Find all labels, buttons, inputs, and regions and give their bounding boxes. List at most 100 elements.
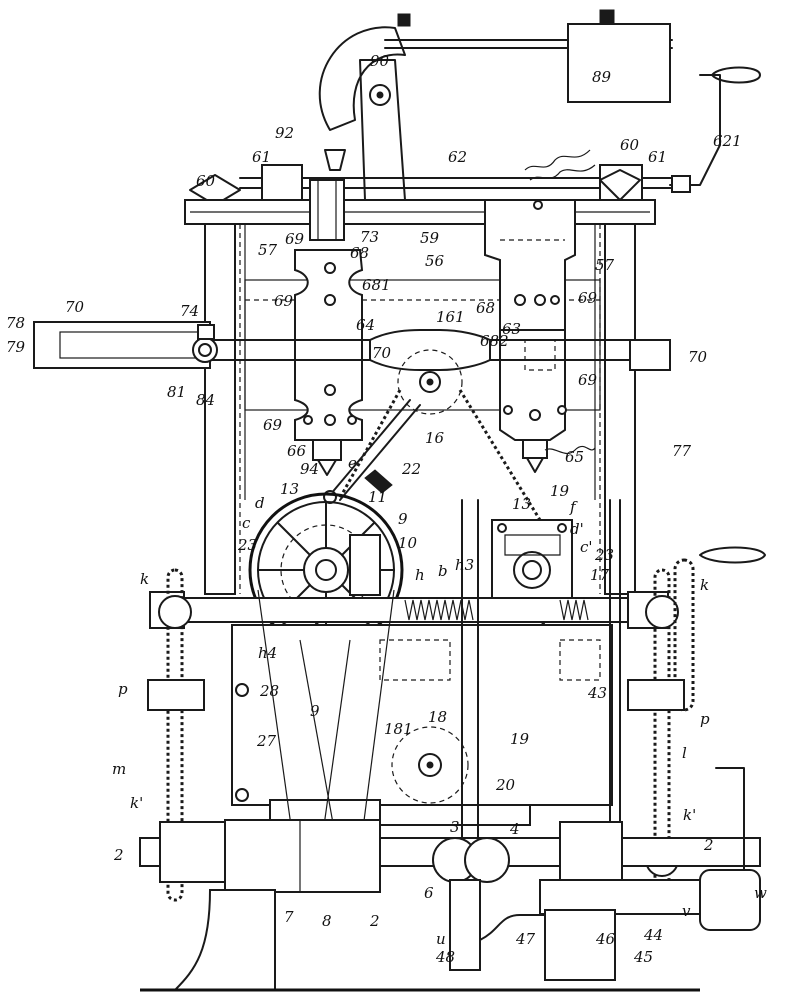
label-28: 28 bbox=[259, 682, 279, 700]
label-73: 73 bbox=[360, 228, 379, 246]
label-64: 64 bbox=[356, 316, 375, 334]
label-19-top: 19 bbox=[550, 482, 570, 500]
label-74: 74 bbox=[180, 302, 199, 320]
label-68-left: 68 bbox=[350, 244, 369, 262]
label-56: 56 bbox=[425, 252, 445, 270]
main-shaft-2 bbox=[139, 767, 761, 931]
label-k-prime-left: k' bbox=[130, 794, 143, 812]
label-2-left: 2 bbox=[113, 846, 124, 864]
label-9-belt: 9 bbox=[310, 702, 320, 720]
lower-frame-27 bbox=[231, 624, 613, 826]
counterweight-box-89 bbox=[567, 23, 671, 103]
label-161: 161 bbox=[436, 308, 465, 326]
drive-pulley-7-8 bbox=[224, 819, 381, 893]
label-44: 44 bbox=[643, 926, 663, 944]
label-6: 6 bbox=[424, 884, 434, 902]
screw-shaft bbox=[149, 591, 669, 629]
inner-plate-56 bbox=[244, 279, 601, 411]
label-k-left: k bbox=[140, 570, 149, 588]
label-b: b bbox=[438, 562, 448, 580]
left-sprocket-chain bbox=[147, 568, 205, 902]
label-23-right: 23 bbox=[594, 546, 614, 564]
label-16: 16 bbox=[425, 429, 445, 447]
label-69-c: 69 bbox=[578, 289, 598, 307]
label-10: 10 bbox=[398, 534, 418, 552]
label-61-right: 61 bbox=[648, 148, 667, 166]
sprocket-161 bbox=[397, 349, 463, 415]
label-d: d bbox=[255, 494, 265, 512]
sprocket-18 bbox=[391, 726, 469, 804]
label-8: 8 bbox=[322, 912, 332, 930]
hand-wheel-w[interactable] bbox=[699, 869, 761, 931]
label-11: 11 bbox=[368, 488, 387, 506]
label-61-left: 61 bbox=[252, 148, 271, 166]
label-48: 48 bbox=[435, 948, 455, 966]
crank-handle-621[interactable] bbox=[669, 66, 761, 193]
bevel-gear-4 bbox=[464, 837, 510, 883]
label-90: 90 bbox=[370, 52, 390, 70]
label-13-left: 13 bbox=[280, 480, 299, 498]
label-p-right: p bbox=[700, 710, 710, 728]
label-60-right: 60 bbox=[620, 136, 640, 154]
label-70-bar: 70 bbox=[65, 298, 85, 316]
label-22: 22 bbox=[401, 460, 421, 478]
label-23-left: 23 bbox=[237, 536, 257, 554]
top-beam-59 bbox=[184, 199, 656, 225]
label-v: v bbox=[682, 902, 691, 920]
label-60-left: 60 bbox=[196, 172, 216, 190]
label-69-b: 69 bbox=[274, 292, 294, 310]
slide-bar-70 bbox=[33, 321, 671, 371]
label-682: 682 bbox=[480, 332, 509, 350]
label-681: 681 bbox=[362, 276, 391, 294]
label-57-right: 57 bbox=[595, 256, 615, 274]
label-2-bottom: 2 bbox=[369, 912, 380, 930]
label-f: f bbox=[569, 498, 578, 516]
label-e: e bbox=[348, 454, 357, 472]
label-47: 47 bbox=[515, 930, 536, 948]
label-94: 94 bbox=[300, 460, 319, 478]
label-62: 62 bbox=[448, 148, 467, 166]
label-63: 63 bbox=[502, 320, 521, 338]
label-66: 66 bbox=[287, 442, 307, 460]
label-7: 7 bbox=[284, 908, 294, 926]
label-20: 20 bbox=[495, 776, 516, 794]
label-89: 89 bbox=[592, 68, 612, 86]
label-k-prime-right: k' bbox=[683, 806, 696, 824]
label-4: 4 bbox=[509, 820, 520, 838]
top-shaft-62 bbox=[189, 149, 673, 206]
label-70-center: 70 bbox=[372, 344, 392, 362]
label-181: 181 bbox=[384, 720, 413, 738]
label-65: 65 bbox=[565, 448, 584, 466]
label-69-d: 69 bbox=[578, 371, 598, 389]
label-59: 59 bbox=[420, 229, 440, 247]
bevel-gear-60-right bbox=[599, 169, 641, 201]
base bbox=[140, 879, 700, 992]
label-79: 79 bbox=[6, 338, 26, 356]
label-81: 81 bbox=[167, 383, 186, 401]
label-69-e: 69 bbox=[263, 416, 283, 434]
label-68-right: 68 bbox=[476, 299, 495, 317]
hook-bracket-90 bbox=[318, 26, 406, 131]
rod-73 bbox=[309, 179, 345, 241]
label-92: 92 bbox=[275, 124, 294, 142]
label-27: 27 bbox=[256, 732, 277, 750]
label-78: 78 bbox=[6, 314, 25, 332]
label-621: 621 bbox=[713, 132, 742, 150]
slide-block-64 bbox=[294, 179, 364, 476]
label-2-right: 2 bbox=[703, 836, 714, 854]
label-70-right: 70 bbox=[688, 348, 708, 366]
label-3: 3 bbox=[450, 818, 460, 836]
label-p-left: p bbox=[118, 680, 128, 698]
gear-block-17 bbox=[491, 519, 573, 601]
label-h3: h3 bbox=[455, 556, 474, 574]
reference-labels: 89 90 92 621 61 62 60 61 60 73 59 57 69 … bbox=[6, 52, 767, 966]
label-57-left: 57 bbox=[258, 241, 278, 259]
label-k-right: k bbox=[700, 576, 709, 594]
label-84: 84 bbox=[196, 391, 215, 409]
label-13-right: 13 bbox=[512, 495, 531, 513]
label-46: 46 bbox=[595, 930, 616, 948]
label-u: u bbox=[436, 930, 446, 948]
label-l: l bbox=[682, 744, 687, 762]
label-h: h bbox=[415, 566, 425, 584]
